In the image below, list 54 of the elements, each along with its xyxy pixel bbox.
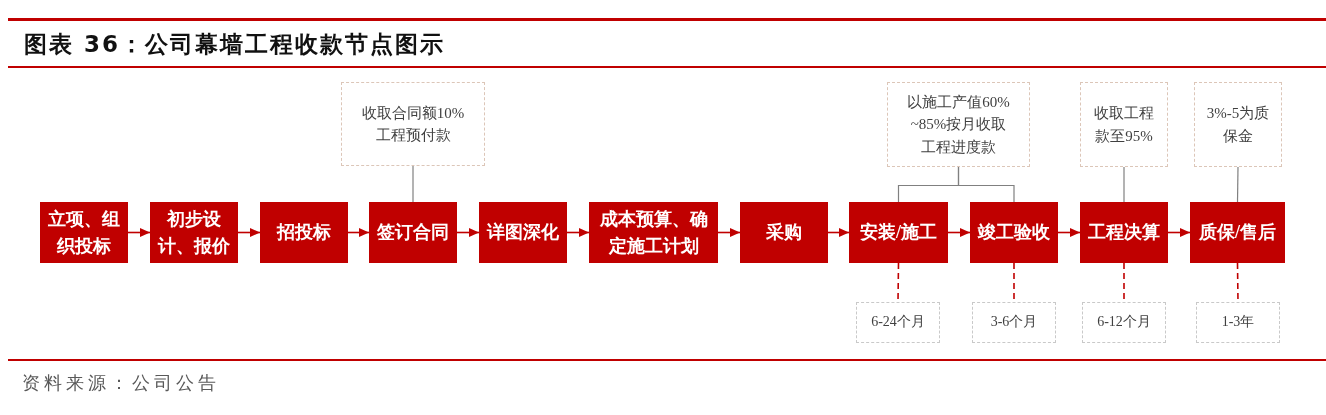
connector-line [1123, 166, 1125, 203]
process-box [589, 202, 718, 263]
arrow [1167, 228, 1191, 237]
process-box [40, 202, 128, 263]
step-label: 初步设计、报价 [156, 207, 231, 258]
arrow [947, 228, 971, 237]
note-text: 收取合同额10%工程预付款 [360, 103, 466, 145]
arrow [347, 228, 370, 237]
note-text: 收取工程款至95% [1093, 104, 1155, 146]
figure-title: 图表 36：公司幕墙工程收款节点图示 [24, 30, 445, 59]
step-label: 安装/施工 [860, 221, 937, 244]
step-label: 签订合同 [377, 221, 449, 244]
source-note: 资料来源：公司公告 [22, 372, 220, 395]
duration-box [1082, 302, 1166, 343]
connector-line [957, 166, 1015, 203]
process-box [740, 202, 828, 263]
arrow [127, 228, 151, 237]
duration-text: 1-3年 [1221, 313, 1255, 332]
arrow [456, 228, 480, 237]
step-label: 工程决算 [1088, 221, 1160, 244]
arrow [1057, 228, 1081, 237]
note-box [341, 82, 485, 166]
duration-box [856, 302, 940, 343]
arrow [827, 228, 850, 237]
step-label: 立项、组织投标 [47, 207, 121, 258]
note-text: 以施工产值60%~85%按月收取工程进度款 [906, 92, 1011, 157]
arrow [237, 228, 261, 237]
duration-box [1196, 302, 1280, 343]
process-box [479, 202, 567, 263]
step-label: 招投标 [277, 221, 331, 244]
duration-text: 6-12个月 [1097, 313, 1151, 332]
step-label: 质保/售后 [1199, 221, 1276, 244]
step-label: 竣工验收 [978, 221, 1050, 244]
note-box [887, 82, 1030, 167]
arrow [717, 228, 741, 237]
duration-text: 3-6个月 [990, 313, 1038, 332]
step-label: 采购 [766, 221, 802, 244]
process-box [970, 202, 1058, 263]
process-box [1080, 202, 1168, 263]
process-box [260, 202, 348, 263]
step-label: 成本预算、确定施工计划 [598, 207, 709, 258]
connector-line [1236, 166, 1239, 203]
process-box [849, 202, 948, 263]
note-box [1194, 82, 1282, 167]
process-box [369, 202, 457, 263]
duration-text: 6-24个月 [871, 313, 925, 332]
process-box [1190, 202, 1285, 263]
note-box [1080, 82, 1168, 167]
duration-box [972, 302, 1056, 343]
connector-line [412, 165, 414, 203]
note-text: 3%-5为质保金 [1205, 104, 1271, 146]
arrow [566, 228, 590, 237]
process-box [150, 202, 238, 263]
step-label: 详图深化 [487, 221, 559, 244]
